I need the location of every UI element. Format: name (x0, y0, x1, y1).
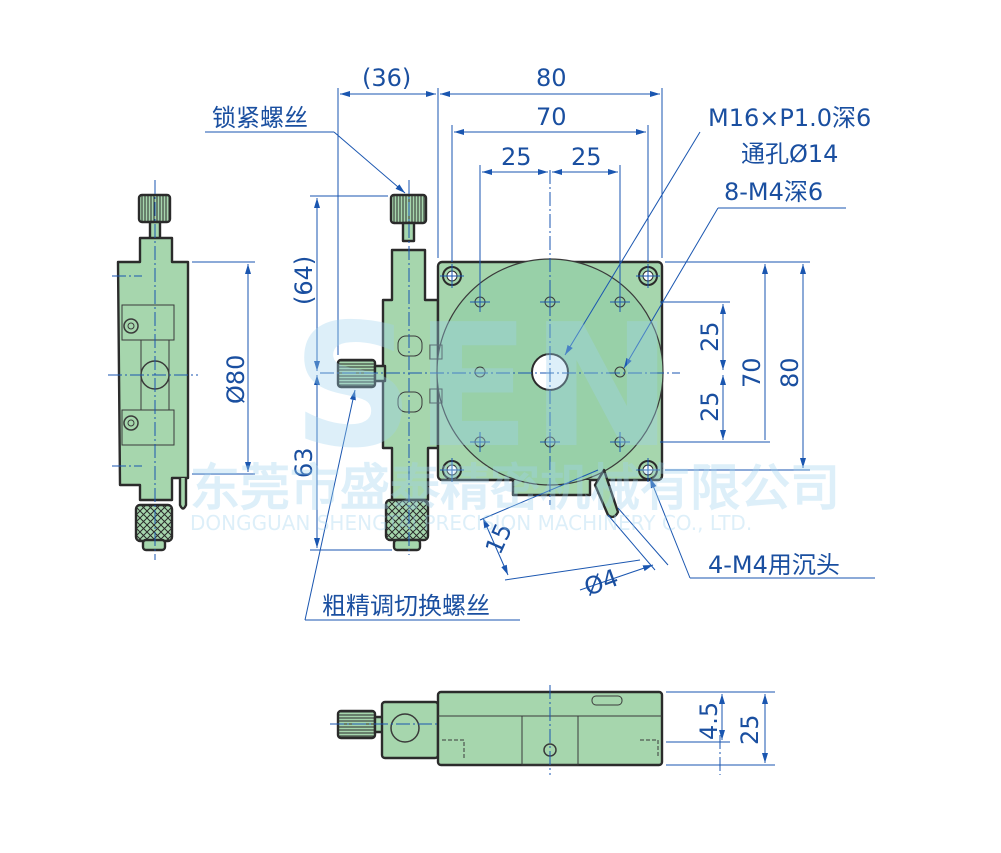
dim-total-width: 80 (536, 64, 567, 92)
callout-through-hole: 通孔Ø14 (741, 140, 838, 168)
callout-coarse-fine-switch: 粗精调切换螺丝 (322, 592, 490, 620)
svg-text:东莞市盛泰精密机械有限公司: 东莞市盛泰精密机械有限公司 (190, 459, 840, 517)
dim-pin-dia: Ø4 (580, 564, 622, 602)
watermark-logo: SEN 东莞市盛泰精密机械有限公司 DONGGUAN SHENGTAI PREC… (190, 288, 840, 535)
dim-thickness-4-5: 4.5 (695, 702, 723, 740)
callout-lock-screw: 锁紧螺丝 (212, 104, 308, 132)
front-view: 4.5 25 (330, 685, 775, 775)
dim-overhang: (36) (362, 64, 411, 92)
side-view: Ø80 (108, 180, 255, 560)
side-knurl-knob (134, 503, 174, 543)
side-body (116, 236, 190, 502)
callout-tapped-holes: 8-M4深6 (724, 178, 823, 206)
callout-counterbore: 4-M4用沉头 (708, 551, 840, 579)
dim-height-25: 25 (736, 714, 764, 745)
dim-hole-pitch-left: 25 (501, 143, 532, 171)
dim-right-80: 80 (776, 357, 804, 388)
dim-right-25-lower: 25 (696, 391, 724, 422)
dim-side-diameter: Ø80 (222, 355, 250, 404)
svg-text:SEN: SEN (292, 288, 673, 486)
dim-right-70: 70 (738, 357, 766, 388)
dim-height-upper: (64) (290, 256, 318, 305)
dim-right-25-upper: 25 (696, 321, 724, 352)
svg-text:DONGGUAN SHENGTAI PRECISION MA: DONGGUAN SHENGTAI PRECISION MACHINERY CO… (190, 511, 752, 535)
side-screw-icon (123, 415, 139, 431)
micrometer-body (381, 248, 440, 502)
dim-height-lower: 63 (290, 447, 318, 478)
dim-hole-pitch-outer: 70 (536, 103, 567, 131)
side-screw-icon (123, 318, 139, 334)
callout-center-thread: M16×P1.0深6 (708, 104, 871, 132)
dim-hole-pitch-right: 25 (571, 143, 602, 171)
